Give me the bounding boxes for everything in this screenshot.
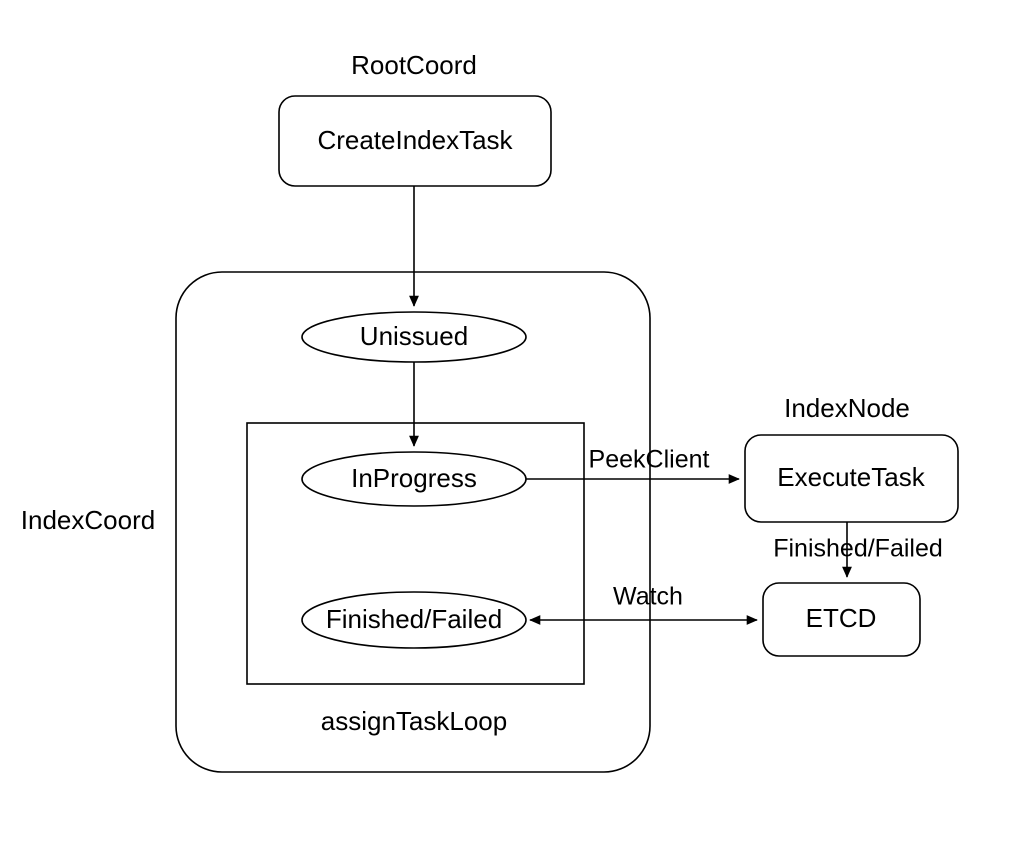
execute-task-box[interactable] bbox=[744, 434, 959, 523]
unissued-label: Unissued bbox=[360, 321, 468, 351]
edge-executetask-to-etcd: Finished/Failed bbox=[773, 522, 943, 578]
node-inprogress[interactable]: InProgress bbox=[301, 451, 527, 507]
etcd-label: ETCD bbox=[806, 603, 877, 633]
etcd-box[interactable] bbox=[762, 582, 921, 657]
assigntaskloop-label: assignTaskLoop bbox=[321, 706, 507, 736]
node-etcd[interactable]: ETCD bbox=[762, 582, 921, 657]
create-index-task-box[interactable] bbox=[278, 95, 552, 187]
node-execute-task[interactable]: ExecuteTask bbox=[744, 434, 959, 523]
finished-failed-ellipse[interactable] bbox=[301, 591, 527, 649]
rootcoord-label: RootCoord bbox=[351, 50, 477, 80]
indexcoord-label: IndexCoord bbox=[21, 505, 155, 535]
edge-inprogress-to-executetask: PeekClient bbox=[526, 446, 740, 484]
edge-label-finished-failed: Finished/Failed bbox=[773, 535, 943, 563]
create-index-task-label: CreateIndexTask bbox=[317, 125, 513, 155]
unissued-ellipse[interactable] bbox=[301, 311, 527, 363]
execute-task-label: ExecuteTask bbox=[777, 462, 925, 492]
edge-label-watch: Watch bbox=[613, 583, 683, 611]
edge-etcd-to-finishedfailed: Watch bbox=[529, 583, 758, 625]
edge-label-peekclient: PeekClient bbox=[589, 446, 710, 474]
indexnode-label: IndexNode bbox=[784, 393, 910, 423]
finished-failed-label: Finished/Failed bbox=[326, 604, 502, 634]
node-create-index-task[interactable]: CreateIndexTask bbox=[278, 95, 552, 187]
node-finished-failed[interactable]: Finished/Failed bbox=[301, 591, 527, 649]
node-unissued[interactable]: Unissued bbox=[301, 311, 527, 363]
inprogress-label: InProgress bbox=[351, 463, 477, 493]
inprogress-ellipse[interactable] bbox=[301, 451, 527, 507]
